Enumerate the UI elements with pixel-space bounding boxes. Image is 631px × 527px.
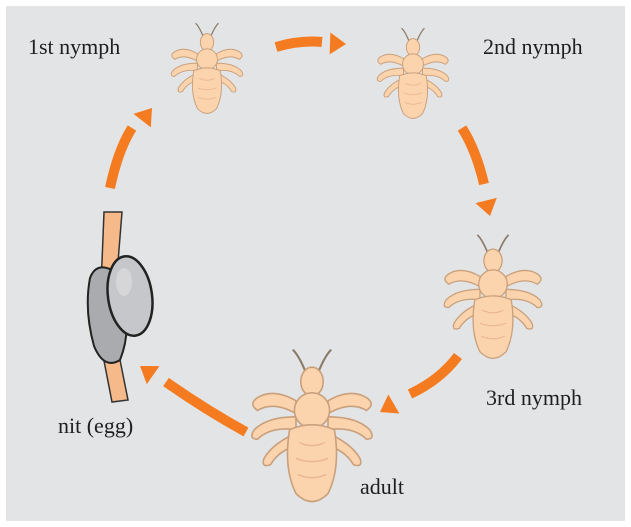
label-nit: nit (egg): [58, 413, 133, 439]
label-2nd-nymph: 2nd nymph: [483, 34, 583, 60]
arrow-icon-3rd-to-adult: [375, 356, 459, 422]
label-3rd-nymph: 3rd nymph: [486, 385, 582, 411]
label-adult: adult: [360, 474, 404, 500]
first-nymph-louse-icon: [171, 23, 242, 113]
third-nymph-louse-icon: [444, 235, 542, 358]
arrow-icon-1st-to-2nd: [276, 32, 346, 55]
label-1st-nymph: 1st nymph: [28, 34, 120, 60]
adult-louse-icon: [252, 350, 372, 502]
second-nymph-louse-icon: [377, 28, 448, 118]
arrow-icon-nit-to-1st: [110, 101, 161, 188]
arrow-icon-adult-to-nit: [134, 357, 246, 432]
arrow-icon-2nd-to-3rd: [462, 128, 501, 219]
